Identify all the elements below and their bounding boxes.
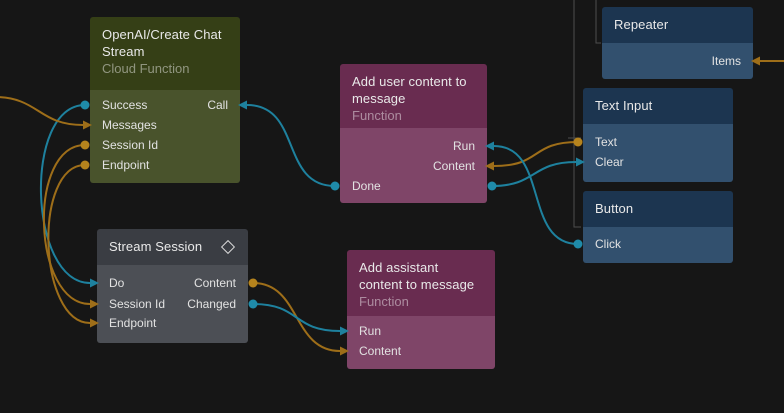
- port-add-user-content-run[interactable]: Run: [452, 139, 475, 153]
- connector-dot-openai-create-chat-stream-success: [80, 100, 90, 110]
- connector-dot-stream-session-content: [248, 278, 258, 288]
- node-header[interactable]: Stream Session: [97, 229, 248, 265]
- node-subtitle: Cloud Function: [102, 61, 190, 76]
- node-title: Button: [595, 201, 634, 216]
- node-body: [340, 128, 487, 203]
- port-stream-session-changed[interactable]: Changed: [187, 297, 236, 311]
- connector-dot-add-user-content-done: [330, 181, 340, 191]
- port-add-user-content-done[interactable]: Done: [352, 179, 381, 193]
- port-openai-create-chat-stream-messages[interactable]: Messages: [102, 118, 157, 132]
- wire-click-to-run[interactable]: [493, 145, 579, 245]
- connector-dot-stream-session-changed: [248, 299, 258, 309]
- node-title: Add user content to message: [352, 74, 467, 106]
- port-add-assistant-content-content[interactable]: Content: [359, 344, 402, 358]
- wire-endpoint-to-endpoint[interactable]: [47, 164, 91, 324]
- node-body: [97, 265, 248, 343]
- connector-dot-text-input-text: [573, 137, 583, 147]
- wire-text-to-content[interactable]: [493, 141, 579, 167]
- port-openai-create-chat-stream-session-id[interactable]: Session Id: [102, 138, 159, 152]
- wire-done-to-clear[interactable]: [491, 161, 577, 187]
- wire-sessionid-to-sessionid[interactable]: [42, 144, 91, 305]
- node-body: [583, 124, 733, 182]
- wire-success-to-do[interactable]: [40, 104, 91, 284]
- port-stream-session-endpoint[interactable]: Endpoint: [109, 316, 157, 330]
- port-repeater-items[interactable]: Items: [711, 54, 741, 68]
- port-button-click[interactable]: Click: [595, 237, 621, 251]
- node-title: Stream Session: [109, 239, 203, 254]
- port-add-assistant-content-run[interactable]: Run: [359, 324, 382, 338]
- node-title: Text Input: [595, 98, 653, 113]
- node-body: [583, 227, 733, 263]
- node-title: OpenAI/Create Chat Stream: [102, 27, 222, 59]
- node-title: Repeater: [614, 17, 669, 32]
- connector-dot-add-user-content-done-right: [487, 181, 497, 191]
- node-header[interactable]: Button: [583, 191, 733, 227]
- port-stream-session-session-id[interactable]: Session Id: [109, 297, 166, 311]
- node-body: [90, 90, 240, 183]
- port-openai-create-chat-stream-call[interactable]: Call: [207, 98, 228, 112]
- node-body: [602, 43, 753, 79]
- node-header[interactable]: Text Input: [583, 88, 733, 124]
- link-group-vertical: [573, 0, 581, 228]
- port-add-user-content-content[interactable]: Content: [432, 159, 475, 173]
- wire-content-to-content[interactable]: [252, 282, 341, 352]
- port-openai-create-chat-stream-endpoint[interactable]: Endpoint: [102, 158, 150, 172]
- port-text-input-clear[interactable]: Clear: [595, 155, 624, 169]
- node-subtitle: Function: [359, 294, 409, 309]
- node-subtitle: Function: [352, 108, 402, 123]
- link-to-repeater: [595, 0, 601, 44]
- connector-dot-button-click: [573, 239, 583, 249]
- node-title: Add assistant content to message: [359, 260, 475, 292]
- port-stream-session-do[interactable]: Do: [109, 276, 125, 290]
- port-stream-session-content[interactable]: Content: [193, 276, 236, 290]
- port-text-input-text[interactable]: Text: [595, 135, 618, 149]
- connector-dot-openai-create-chat-stream-endpoint: [80, 160, 90, 170]
- wire-changed-to-run[interactable]: [252, 303, 341, 332]
- wire-offscreen-to-messages[interactable]: [0, 96, 84, 126]
- node-header[interactable]: Repeater: [602, 7, 753, 43]
- port-openai-create-chat-stream-success[interactable]: Success: [102, 98, 148, 112]
- node-body: [347, 316, 495, 369]
- connector-dot-openai-create-chat-stream-session-id: [80, 140, 90, 150]
- wire-done-to-call[interactable]: [246, 104, 336, 187]
